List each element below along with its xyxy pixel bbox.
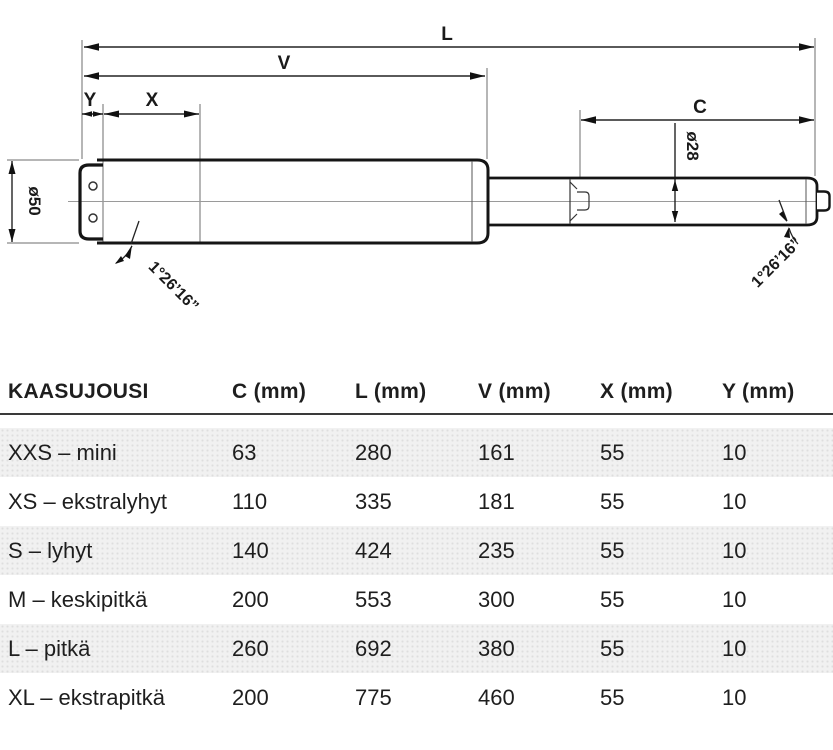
table-row: S – lyhyt 140 424 235 55 10 <box>0 526 833 575</box>
row-v: 460 <box>478 684 515 710</box>
row-l: 335 <box>355 488 392 514</box>
row-c: 140 <box>232 537 269 563</box>
extension-lines <box>7 38 816 244</box>
row-c: 200 <box>232 684 269 710</box>
row-l: 280 <box>355 439 392 465</box>
row-name: XS – ekstralyhyt <box>8 488 167 514</box>
row-name: XL – ekstrapitkä <box>8 684 165 710</box>
spec-table: KAASUJOUSI C (mm) L (mm) V (mm) X (mm) Y… <box>0 370 833 722</box>
row-c: 63 <box>232 439 257 465</box>
row-v: 235 <box>478 537 515 563</box>
outer-tube-outline <box>97 158 490 245</box>
vent-hole-top <box>88 181 98 191</box>
angle-label-right: 1°26’16” <box>748 234 805 291</box>
row-x: 55 <box>600 586 625 612</box>
dim-label-Y: Y <box>84 90 97 111</box>
row-v: 181 <box>478 488 515 514</box>
row-x: 55 <box>600 684 625 710</box>
table-row: XS – ekstralyhyt 110 335 181 55 10 <box>0 477 833 526</box>
row-y: 10 <box>722 537 747 563</box>
row-v: 380 <box>478 635 515 661</box>
row-y: 10 <box>722 439 747 465</box>
header-l: L (mm) <box>355 379 427 403</box>
rod-end-stub <box>817 190 831 212</box>
row-y: 10 <box>722 488 747 514</box>
row-x: 55 <box>600 488 625 514</box>
angle-label-left: 1°26’16” <box>145 258 202 315</box>
row-l: 775 <box>355 684 392 710</box>
table-row: M – keskipitkä 200 553 300 55 10 <box>0 575 833 624</box>
row-v: 300 <box>478 586 515 612</box>
row-x: 55 <box>600 537 625 563</box>
spec-table-body: XXS – mini 63 280 161 55 10 XS – ekstral… <box>0 428 833 722</box>
row-l: 692 <box>355 635 392 661</box>
row-y: 10 <box>722 684 747 710</box>
left-end-cap <box>78 163 103 241</box>
left-angle-callout <box>115 220 140 264</box>
row-x: 55 <box>600 439 625 465</box>
row-l: 424 <box>355 537 392 563</box>
right-angle-callout <box>778 199 799 245</box>
row-c: 200 <box>232 586 269 612</box>
row-v: 161 <box>478 439 515 465</box>
row-c: 260 <box>232 635 269 661</box>
row-name: M – keskipitkä <box>8 586 148 612</box>
drawing-canvas: L V Y X C ø50 ø28 1°26’16” 1°26’16” <box>7 24 831 315</box>
dim-label-C: C <box>693 97 707 118</box>
release-pin-detail <box>569 179 590 224</box>
table-row: XXS – mini 63 280 161 55 10 <box>0 428 833 477</box>
dimension-arrowheads <box>8 43 814 242</box>
vent-hole-bottom <box>88 213 98 223</box>
row-name: XXS – mini <box>8 439 117 465</box>
row-name: L – pitkä <box>8 635 91 661</box>
row-c: 110 <box>232 488 268 514</box>
header-x: X (mm) <box>600 379 673 403</box>
row-x: 55 <box>600 635 625 661</box>
header-name: KAASUJOUSI <box>8 379 149 403</box>
table-row: L – pitkä 260 692 380 55 10 <box>0 624 833 673</box>
header-v: V (mm) <box>478 379 551 403</box>
row-name: S – lyhyt <box>8 537 93 563</box>
dia-label-body: ø50 <box>25 186 44 215</box>
dim-label-V: V <box>278 53 291 74</box>
dim-label-L: L <box>441 24 453 45</box>
dim-label-X: X <box>146 90 159 111</box>
gas-spring-technical-drawing: L V Y X C ø50 ø28 1°26’16” 1°26’16” <box>0 0 833 348</box>
spec-table-header: KAASUJOUSI C (mm) L (mm) V (mm) X (mm) Y… <box>0 370 833 415</box>
row-y: 10 <box>722 586 747 612</box>
row-y: 10 <box>722 635 747 661</box>
table-row: XL – ekstrapitkä 200 775 460 55 10 <box>0 673 833 722</box>
row-l: 553 <box>355 586 392 612</box>
header-c: C (mm) <box>232 379 307 403</box>
header-y: Y (mm) <box>722 379 795 403</box>
dia-label-rod: ø28 <box>683 131 702 160</box>
